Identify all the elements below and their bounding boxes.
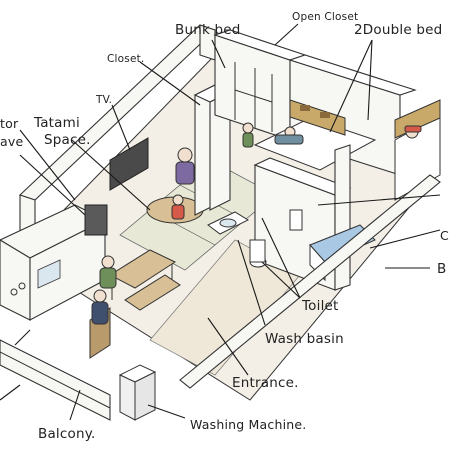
labels: Bunk bed Open Closet 2Double bed Closet.…	[0, 11, 449, 442]
label-tatami: Tatami	[33, 115, 80, 131]
people-dining	[91, 255, 117, 325]
label-right-c-partial: C	[440, 228, 449, 243]
label-microwave-partial: ave	[0, 134, 23, 149]
bathroom	[207, 144, 376, 291]
label-tv: TV.	[95, 94, 112, 106]
label-bunk-bed: Bunk bed	[175, 22, 241, 38]
leader-lines	[0, 23, 441, 421]
label-toilet: Toilet	[301, 298, 339, 314]
front-wall	[179, 174, 441, 389]
balcony	[0, 339, 111, 421]
label-closet: Closet.	[107, 53, 144, 65]
label-refrigerator-partial: tor	[0, 116, 19, 131]
label-double-bed: 2Double bed	[354, 22, 442, 38]
label-open-closet: Open Closet	[292, 11, 358, 23]
tatami-table	[146, 147, 204, 224]
label-washing-machine: Washing Machine.	[190, 417, 306, 432]
label-entrance: Entrance.	[232, 375, 299, 391]
label-wash-basin: Wash basin	[265, 331, 344, 347]
washing-machine	[118, 364, 157, 421]
label-right-b-partial: B	[437, 261, 446, 277]
kitchen	[0, 204, 108, 321]
label-tatami-space: Space.	[44, 132, 91, 148]
label-balcony: Balcony.	[38, 426, 95, 442]
bunk-bed-room	[213, 29, 307, 148]
closet-partition	[193, 84, 232, 216]
tv	[109, 137, 149, 191]
